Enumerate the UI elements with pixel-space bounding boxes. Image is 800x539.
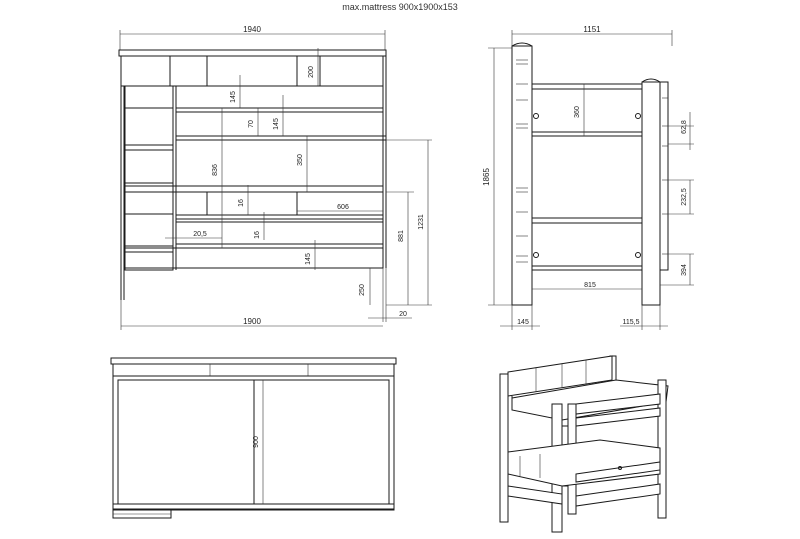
side-view: 1151 1865 [482,25,694,330]
perspective-view [499,355,669,533]
dim-1900: 1900 [243,317,261,326]
dim-1151: 1151 [583,25,601,34]
dim-62-8: 62,8 [681,120,688,134]
dim-1940: 1940 [243,25,261,34]
dim-836: 836 [212,164,219,176]
dim-145: 145 [517,319,529,326]
lower-guard-rail [175,221,384,245]
dim-200: 200 [308,66,315,78]
left-post [511,45,533,306]
top-view: 900 [110,357,397,519]
caption: max.mattress 900x1900x153 [342,2,458,12]
lower-bed-side [531,217,643,271]
dim-20: 20 [399,311,407,318]
top-view-headboard [110,357,397,365]
lower-top-shelf [123,185,384,193]
front-view: 1940 [118,25,432,330]
dim-815: 815 [584,282,596,289]
ladder [124,85,174,271]
dim-115-5: 115,5 [623,319,640,326]
dim-1865: 1865 [482,168,491,186]
dim-16b: 16 [254,231,261,239]
dim-350: 350 [297,154,304,166]
dim-70: 70 [248,120,255,128]
top-board [118,49,387,57]
top-storage [120,55,384,87]
dim-394: 394 [681,264,688,276]
right-panel [659,81,669,271]
upper-guard-rail [175,85,384,109]
dim-360: 360 [574,106,581,118]
dim-145c: 145 [305,253,312,265]
top-view-mattress-area [112,375,395,510]
upper-bed-side [531,83,643,137]
lower-bed-frame [123,247,384,269]
dim-900: 900 [253,436,260,448]
dim-250: 250 [359,284,366,296]
dim-606: 606 [337,204,349,211]
dim-145b: 145 [273,118,280,130]
dim-232-5: 232,5 [681,188,688,206]
dim-16a: 16 [238,199,245,207]
dim-20-5: 20,5 [193,231,207,238]
dim-1231: 1231 [418,214,425,230]
dim-881: 881 [398,230,405,242]
dim-145a: 145 [230,91,237,103]
right-post [641,81,661,306]
